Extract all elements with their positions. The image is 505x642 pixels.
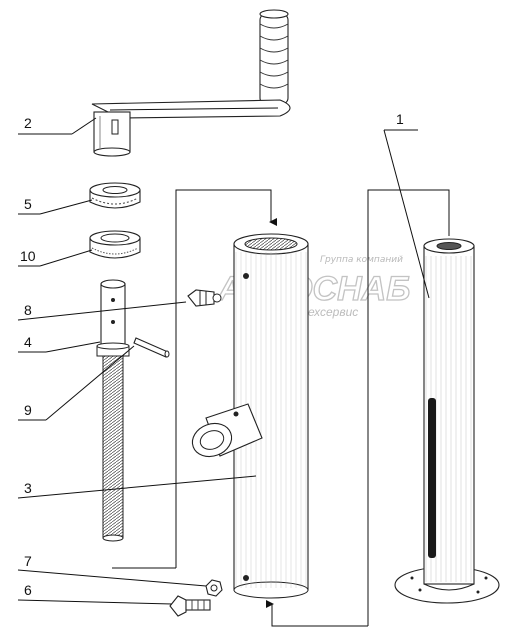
callout-label-8: 8 xyxy=(24,302,32,318)
part-7-nut xyxy=(205,579,223,597)
callout-label-4: 4 xyxy=(24,334,32,350)
watermark-top: Группа компаний xyxy=(320,255,403,265)
callout-label-1: 1 xyxy=(396,111,404,127)
callout-label-2: 2 xyxy=(24,115,32,131)
part-4-screw xyxy=(96,279,130,542)
callout-label-6: 6 xyxy=(24,582,32,598)
part-8-grease-fitting xyxy=(187,289,222,307)
part-2-crank-handle xyxy=(91,9,291,157)
callout-label-3: 3 xyxy=(24,480,32,496)
part-6-bolt xyxy=(169,595,211,617)
part-10-bearing xyxy=(89,230,141,259)
callout-label-9: 9 xyxy=(24,402,32,418)
callout-label-10: 10 xyxy=(20,248,36,264)
callout-label-5: 5 xyxy=(24,196,32,212)
assembly-lines xyxy=(112,189,450,627)
part-1-column-base xyxy=(394,238,500,604)
watermark-bottom: техсервис xyxy=(298,305,358,319)
part-3-housing-tube xyxy=(191,233,309,599)
callouts: 1 2 5 10 8 4 9 3 7 6 xyxy=(17,111,430,605)
part-5-washer xyxy=(89,182,141,209)
part-9-pin xyxy=(133,337,170,358)
callout-label-7: 7 xyxy=(24,553,32,569)
